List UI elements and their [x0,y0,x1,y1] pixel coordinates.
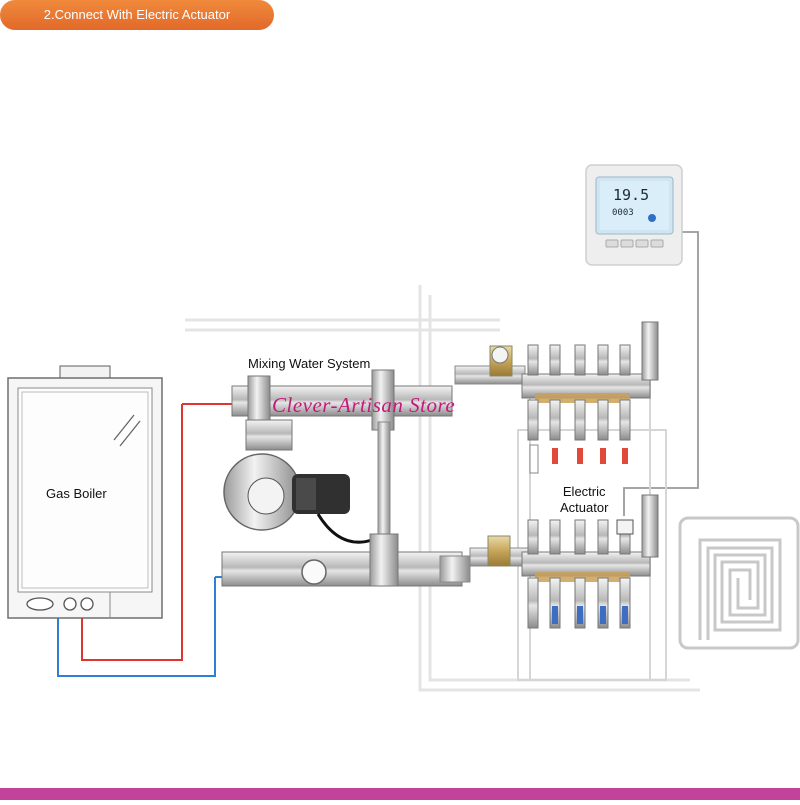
hot-pipe-line [81,404,183,661]
mixing-system-label: Mixing Water System [248,356,371,371]
thermostat [585,164,683,266]
flow-meter [529,444,539,474]
gauge-icon [491,346,509,364]
step-banner: 2.Connect With Electric Actuator [0,0,274,30]
air-vent [641,494,659,558]
gas-boiler [7,365,163,619]
mixing-unit [221,369,471,587]
boiler-knob [80,597,94,611]
thermometer-icon [301,559,327,585]
actuator-label-line2: Actuator [560,500,609,515]
store-watermark: Clever-Artisan Store [272,393,456,417]
thermostat-counter: 0003 [612,208,634,218]
bottom-accent-bar [0,788,800,800]
boiler-label: Gas Boiler [46,486,107,501]
air-vent [641,321,659,381]
thermostat-cable [623,231,699,516]
boiler-display [26,597,54,611]
actuator-label-line1: Electric [562,484,606,499]
return-manifold [469,494,659,629]
electric-actuator [616,519,634,535]
boiler-knob [63,597,77,611]
floor-heating-coil-icon [678,516,800,650]
thermostat-temp: 19.5 [613,186,650,204]
thermostat-buttons [605,239,664,248]
flame-icon [648,214,656,222]
cold-pipe-line [57,577,216,677]
actuator-label: Electric Actuator [560,484,608,516]
supply-manifold [454,321,659,474]
